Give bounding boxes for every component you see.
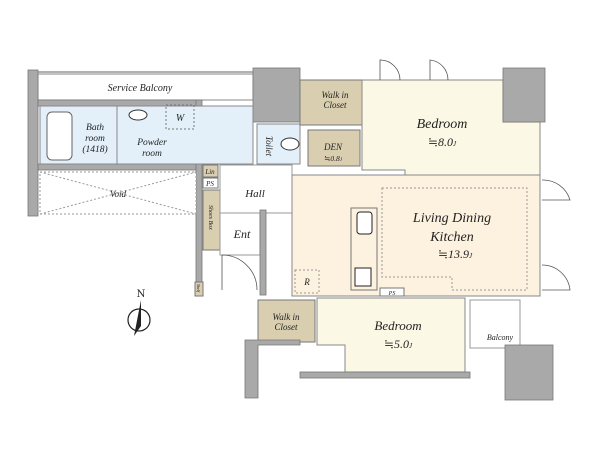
pillar-top-right (502, 67, 546, 123)
hall (219, 164, 293, 214)
den (307, 129, 361, 167)
svg-text:DEN: DEN (323, 142, 343, 152)
svg-text:PS: PS (205, 180, 214, 188)
entrance (219, 212, 261, 256)
svg-text:Balcony: Balcony (487, 333, 514, 342)
sink-icon (128, 109, 148, 121)
pillar-bottom-right (504, 344, 554, 401)
toilet-icon (280, 137, 300, 151)
svg-text:Bedroom: Bedroom (417, 117, 468, 132)
walk-in-closet-bottom (257, 299, 316, 343)
pillar-bottom-left (244, 339, 301, 399)
svg-text:Lin: Lin (204, 168, 215, 176)
svg-text:≒13.9J: ≒13.9J (438, 247, 473, 261)
living-dining-kitchen (291, 174, 541, 297)
pillar-top (252, 67, 301, 123)
bedroom-bottom (316, 297, 466, 373)
wall (37, 163, 199, 171)
toilet-room (256, 123, 301, 165)
svg-text:Ent: Ent (233, 227, 251, 241)
svg-text:Bedroom: Bedroom (374, 318, 421, 333)
svg-text:N: N (137, 289, 146, 300)
service-balcony-label: Service Balcony (108, 83, 173, 94)
entrance-door (221, 254, 258, 291)
stove-icon (354, 267, 372, 287)
svg-text:≒5.0J: ≒5.0J (384, 337, 413, 351)
svg-text:Hall: Hall (244, 188, 265, 200)
kitchen-sink-icon (356, 211, 373, 235)
washer-space (165, 104, 195, 130)
svg-text:≒8.0J: ≒8.0J (428, 135, 457, 149)
svg-text:≒0.8J: ≒0.8J (324, 154, 343, 163)
svg-text:Shelf: Shelf (196, 284, 201, 293)
svg-text:Shoes Box: Shoes Box (207, 205, 213, 230)
wall-left (27, 69, 39, 217)
svg-text:Void: Void (110, 189, 127, 199)
svg-text:W: W (176, 113, 186, 124)
svg-text:Toilet: Toilet (264, 136, 274, 157)
balcony (469, 299, 521, 349)
north-compass-icon: N (127, 289, 151, 336)
svg-text:R: R (303, 277, 310, 287)
bathtub-icon (46, 111, 73, 161)
svg-text:PS: PS (388, 291, 396, 297)
